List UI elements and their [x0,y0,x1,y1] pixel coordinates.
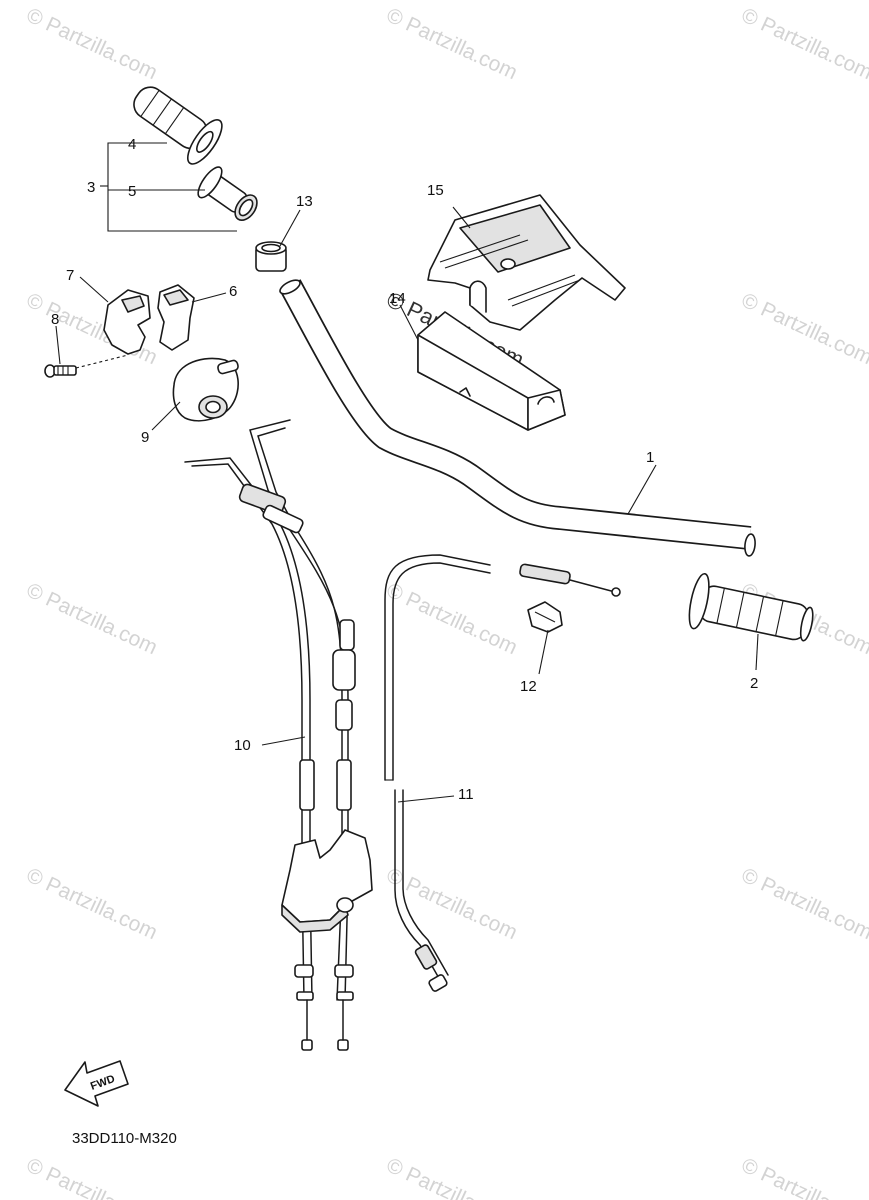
bar-pad-cover-15 [427,194,626,331]
throttle-cables-10 [184,419,373,1051]
watermark: © Partzilla.com [23,4,161,85]
screw-8 [44,354,129,378]
watermark: © Partzilla.com [383,4,521,85]
clutch-cable-11 [384,554,621,992]
callout-13: 13 [296,193,313,210]
bracket-3 [100,142,237,232]
handlebar-1 [279,279,756,557]
watermark: © Partzilla.com [738,289,869,370]
throttle-housing-9 [172,357,239,422]
callout-7: 7 [66,267,74,284]
callout-11: 11 [458,786,474,803]
callout-4: 4 [128,136,136,153]
callout-6: 6 [229,283,237,300]
callout-3: 3 [87,179,95,196]
bar-pad-foam-14 [417,311,566,431]
callout-14: 14 [389,290,406,307]
callout-10: 10 [234,737,251,754]
watermark: © Partzilla.com [383,1154,521,1200]
watermark: © Partzilla.com [738,1154,869,1200]
housing-half-6 [157,284,195,351]
watermark: © Partzilla.com [738,4,869,85]
diagram-code: 33DD110-M320 [72,1130,177,1147]
housing-half-7 [103,289,151,355]
callout-15: 15 [427,182,444,199]
cable-adjuster-12 [527,601,563,633]
watermark: © Partzilla.com [23,579,161,660]
throttle-grip-assembly [133,86,258,221]
leader-lines [55,206,759,803]
callout-1: 1 [646,449,654,466]
watermark: © Partzilla.com [738,864,869,945]
callout-12: 12 [520,678,537,695]
collar-13 [255,241,287,272]
callout-9: 9 [141,429,149,446]
watermark: © Partzilla.com [23,864,161,945]
fwd-arrow-icon: FWD [64,1060,129,1107]
grip-2 [688,572,814,642]
callouts: 1 2 3 4 5 6 7 8 9 10 11 12 13 14 15 [51,136,758,803]
watermark: © Partzilla.com [23,1154,161,1200]
callout-8: 8 [51,311,59,328]
watermark: © Partzilla.com [383,579,521,660]
callout-2: 2 [750,675,758,692]
callout-5: 5 [128,183,136,200]
